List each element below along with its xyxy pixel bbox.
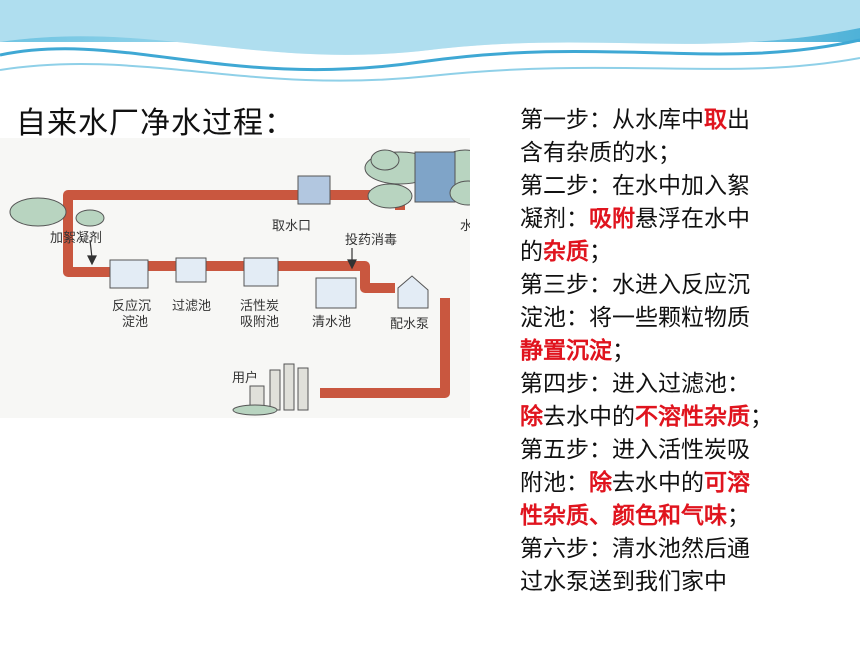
label-intake: 取水口 xyxy=(272,219,311,234)
clear-tank-icon xyxy=(315,277,357,309)
step-text: 凝剂： xyxy=(520,206,589,232)
label-clear: 清水池 xyxy=(312,315,351,330)
step-highlight: 杂质 xyxy=(543,239,589,265)
step-text: 出 xyxy=(727,107,750,133)
step-text: 第一步：从水库中 xyxy=(520,107,704,133)
step-text: 淀池：将一些颗粒物质 xyxy=(520,305,750,331)
step-text: ； xyxy=(727,503,750,529)
step-text: 去水中的 xyxy=(543,404,635,430)
step-line: 第六步：清水池然后通 xyxy=(520,533,850,566)
header-wave-banner xyxy=(0,0,860,82)
step-line: 性杂质、颜色和气味； xyxy=(520,500,850,533)
step-text: 附池： xyxy=(520,470,589,496)
step-line: 第三步：水进入反应沉 xyxy=(520,269,850,302)
step-text: 第五步：进入活性炭吸 xyxy=(520,437,750,463)
step-line: 静置沉淀； xyxy=(520,335,850,368)
label-sediment-1: 反应沉 xyxy=(112,298,151,314)
coagulant-hills-icon xyxy=(9,197,105,227)
step-text: 第三步：水进入反应沉 xyxy=(520,272,750,298)
label-filter: 过滤池 xyxy=(172,299,211,314)
step-line: 第一步：从水库中取出 xyxy=(520,104,850,137)
step-text: 第四步：进入过滤池： xyxy=(520,371,750,397)
step-highlight: 除 xyxy=(520,404,543,430)
step-text: ； xyxy=(589,239,612,265)
step-line: 淀池：将一些颗粒物质 xyxy=(520,302,850,335)
step-line: 第四步：进入过滤池： xyxy=(520,368,850,401)
label-reservoir: 水库 xyxy=(460,218,470,234)
step-line: 第五步：进入活性炭吸 xyxy=(520,434,850,467)
page-title: 自来水厂净水过程： xyxy=(16,106,295,141)
label-carbon-1: 活性炭 xyxy=(240,299,279,314)
step-text: 的 xyxy=(520,239,543,265)
user-buildings-icon xyxy=(232,363,309,416)
pump-icon xyxy=(397,275,429,309)
steps-text-block: 第一步：从水库中取出含有杂质的水；第二步：在水中加入絮凝剂：吸附悬浮在水中的杂质… xyxy=(520,104,850,599)
water-treatment-diagram: 取水口 水库 加絮凝剂 投药消毒 反应沉 淀池 过滤池 活性炭 吸附池 清水池 … xyxy=(0,138,470,418)
label-sediment-2: 淀池 xyxy=(122,315,148,330)
sediment-tank-icon xyxy=(109,259,149,289)
step-highlight: 性杂质、颜色和气味 xyxy=(520,503,727,529)
step-text: 第二步：在水中加入絮 xyxy=(520,173,750,199)
step-text: 第六步：清水池然后通 xyxy=(520,536,750,562)
step-line: 过水泵送到我们家中 xyxy=(520,566,850,599)
step-text: ； xyxy=(612,338,635,364)
step-line: 凝剂：吸附悬浮在水中 xyxy=(520,203,850,236)
step-highlight: 不溶性杂质 xyxy=(635,404,750,430)
step-highlight: 可溶 xyxy=(704,470,750,496)
step-text: ； xyxy=(750,404,773,430)
filter-tank-icon xyxy=(175,257,207,283)
intake-icon xyxy=(297,175,331,205)
step-highlight: 取 xyxy=(704,107,727,133)
step-highlight: 除 xyxy=(589,470,612,496)
step-text: 含有杂质的水； xyxy=(520,140,681,166)
step-line: 含有杂质的水； xyxy=(520,137,850,170)
step-text: 悬浮在水中 xyxy=(635,206,750,232)
step-line: 的杂质； xyxy=(520,236,850,269)
step-line: 第二步：在水中加入絮 xyxy=(520,170,850,203)
label-coagulant: 加絮凝剂 xyxy=(50,230,102,246)
carbon-tank-icon xyxy=(243,257,279,287)
step-line: 附池：除去水中的可溶 xyxy=(520,467,850,500)
label-carbon-2: 吸附池 xyxy=(240,315,279,330)
step-text: 去水中的 xyxy=(612,470,704,496)
reservoir-icon xyxy=(364,149,470,209)
step-highlight: 静置沉淀 xyxy=(520,338,612,364)
step-highlight: 吸附 xyxy=(589,206,635,232)
label-disinfect: 投药消毒 xyxy=(345,232,397,248)
step-text: 过水泵送到我们家中 xyxy=(520,569,727,595)
label-pump: 配水泵 xyxy=(390,317,429,332)
flow-arrows xyxy=(87,239,357,270)
label-user: 用户 xyxy=(232,370,258,386)
step-line: 除去水中的不溶性杂质； xyxy=(520,401,850,434)
